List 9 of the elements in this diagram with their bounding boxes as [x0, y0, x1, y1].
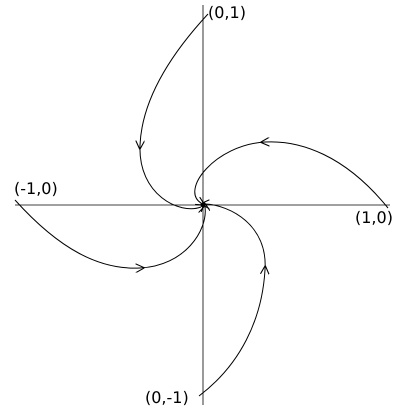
trajectory-arrow: [14, 200, 210, 272]
trajectory-arrow: [136, 14, 208, 212]
trajectory-arrow: [194, 138, 388, 208]
trajectory-arrow: [198, 200, 270, 396]
origin-point: [200, 202, 206, 208]
point-label: (-1,0): [14, 179, 58, 199]
point-label: (0,-1): [145, 388, 189, 408]
point-label: (1,0): [355, 208, 393, 228]
point-label: (0,1): [208, 3, 246, 23]
